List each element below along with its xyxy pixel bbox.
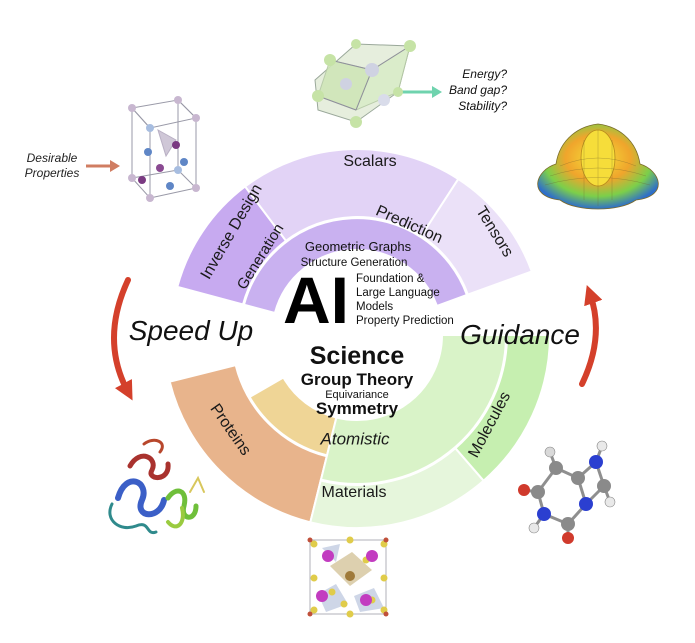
center-equivariance: Equivariance	[325, 389, 389, 401]
center-property-prediction: Property Prediction	[356, 315, 454, 327]
left-cycle-arrow	[111, 277, 133, 401]
center-group-theory: Group Theory	[301, 370, 414, 389]
speed-up-label: Speed Up	[129, 315, 254, 346]
crystal-structure-bottom-center-icon	[307, 536, 389, 618]
stability-label: Stability?	[458, 99, 507, 113]
segment-tensors	[453, 334, 552, 483]
ring-segments	[168, 148, 552, 529]
right-cycle-arrow	[579, 284, 603, 387]
center-geometric-graphs: Geometric Graphs	[305, 239, 412, 254]
segment-atomistic	[242, 217, 469, 315]
property-arrow	[402, 86, 442, 98]
band-gap-label: Band gap?	[449, 83, 507, 97]
center-foundation-line2: Large Language	[356, 287, 440, 299]
label-atomistic: Atomistic	[320, 429, 390, 448]
tensor-surface-icon	[537, 123, 659, 210]
desirable-arrow	[86, 160, 120, 172]
label-scalars: Scalars	[343, 153, 396, 170]
protein-structure-icon	[108, 438, 205, 535]
desirable-label-line2: Properties	[25, 166, 80, 180]
label-materials: Materials	[322, 484, 387, 501]
center-ai: AI	[283, 263, 349, 337]
center-structure-generation: Structure Generation	[301, 257, 408, 269]
guidance-label: Guidance	[460, 319, 580, 350]
segment-prediction	[319, 334, 508, 485]
crystal-structure-top-center-icon	[312, 39, 416, 128]
center-science: Science	[310, 342, 405, 370]
crystal-structure-top-left-icon	[128, 96, 200, 202]
molecule-structure-icon	[518, 440, 616, 544]
energy-label: Energy?	[462, 67, 507, 81]
center-symmetry: Symmetry	[316, 399, 399, 418]
desirable-label-line1: Desirable	[27, 151, 78, 165]
center-foundation-line1: Foundation &	[356, 273, 425, 285]
center-foundation-line3: Models	[356, 301, 393, 313]
